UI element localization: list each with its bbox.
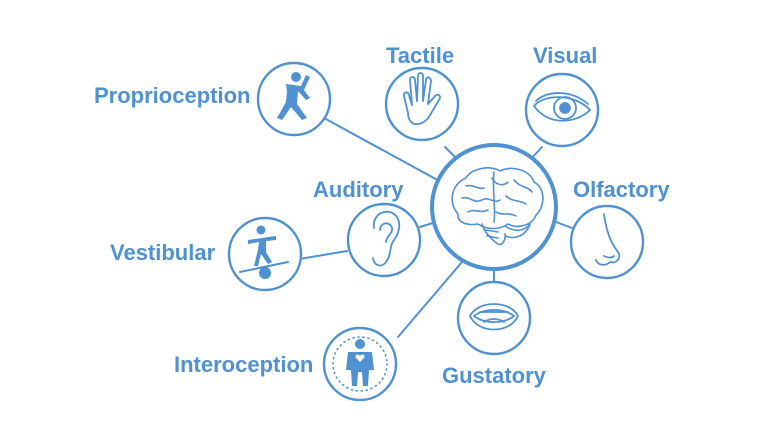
label-interoception: Interoception [174, 352, 314, 377]
auditory-node [346, 202, 422, 278]
label-proprioception: Proprioception [94, 83, 251, 108]
balancing-person-icon [239, 225, 289, 279]
tactile-node [384, 66, 460, 142]
body-interior-icon [346, 339, 374, 386]
label-visual: Visual [533, 43, 598, 68]
stretching-person-icon [277, 72, 310, 120]
connector-interoception [397, 261, 463, 338]
label-tactile: Tactile [386, 43, 455, 68]
ear-icon [372, 210, 401, 267]
nose-icon [595, 213, 621, 266]
gustatory-node [456, 280, 532, 356]
label-vestibular: Vestibular [110, 240, 216, 265]
connector-olfactory [555, 221, 573, 229]
label-gustatory: Gustatory [442, 363, 546, 388]
hand-icon [402, 72, 441, 126]
label-auditory: Auditory [313, 177, 404, 202]
connector-proprioception [323, 117, 444, 184]
brain-icon [451, 167, 544, 246]
eye-icon [533, 92, 591, 122]
mouth-icon [469, 303, 519, 331]
olfactory-node [569, 204, 645, 280]
label-olfactory: Olfactory [573, 177, 670, 202]
